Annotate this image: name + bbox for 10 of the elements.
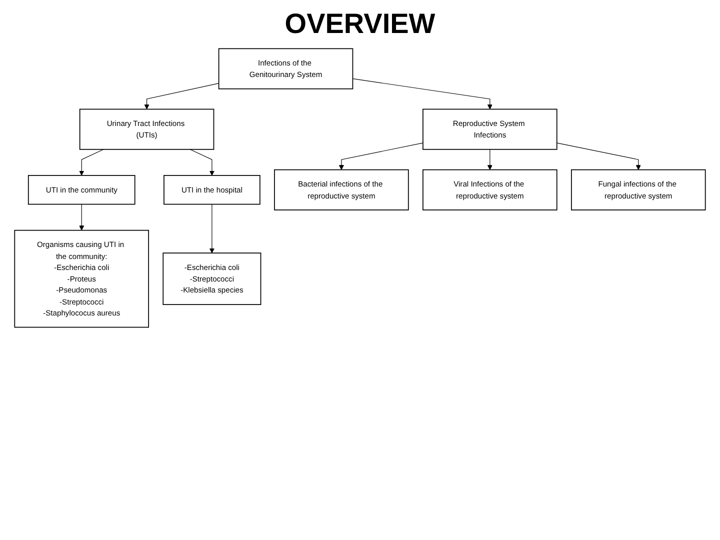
arrow — [144, 83, 220, 110]
title: OVERVIEW — [284, 8, 436, 40]
arrow — [209, 204, 214, 254]
arrow — [190, 149, 214, 176]
arrow — [556, 142, 641, 170]
arrow — [487, 149, 492, 170]
arrow — [338, 142, 424, 170]
arrow — [79, 149, 104, 176]
arrow — [79, 204, 84, 231]
arrow — [352, 78, 492, 110]
